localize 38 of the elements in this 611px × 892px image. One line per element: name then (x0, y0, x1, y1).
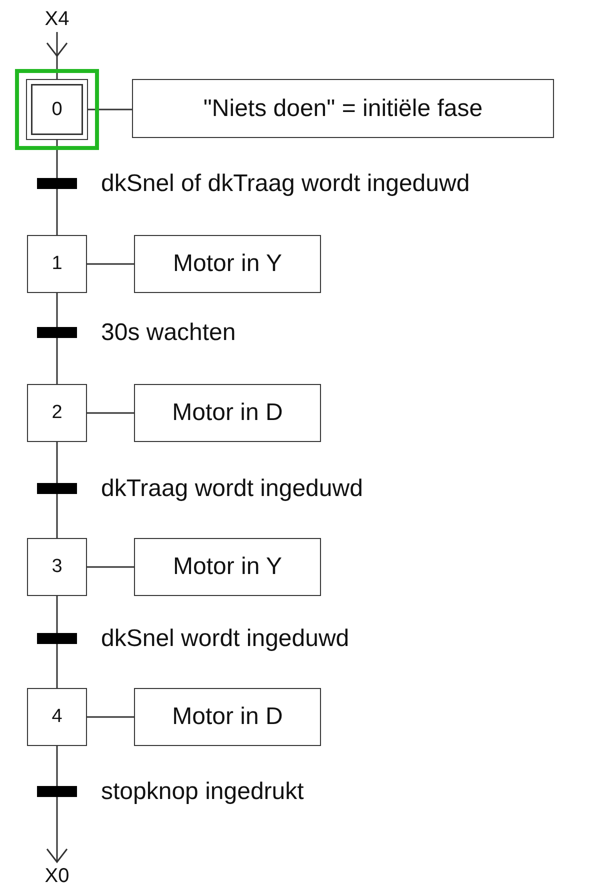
connector-line (88, 108, 132, 110)
step-box: 2 (27, 384, 87, 442)
connector-line (56, 442, 58, 483)
step-box: 3 (27, 538, 87, 596)
connector-line (87, 412, 134, 414)
transition-condition: dkSnel wordt ingeduwd (101, 626, 350, 650)
connector-line (56, 338, 58, 384)
connector-line (87, 566, 134, 568)
connector-line (56, 140, 58, 178)
connector-line (56, 494, 58, 538)
step-box: 4 (27, 688, 87, 746)
action-box: Motor in Y (134, 538, 321, 596)
arrow (46, 32, 68, 79)
transition-bar (37, 483, 77, 494)
action-box: "Niets doen" = initiële fase (132, 79, 554, 138)
arrow (46, 797, 68, 863)
step-box: 1 (27, 235, 87, 293)
action-box: Motor in Y (134, 235, 321, 293)
transition-condition: dkTraag wordt ingeduwd (101, 476, 363, 500)
action-box: Motor in D (134, 384, 321, 442)
transition-bar (37, 786, 77, 797)
connector-line (87, 716, 134, 718)
step-reference: X4 (41, 6, 73, 32)
connector-line (87, 263, 134, 265)
transition-condition: 30s wachten (101, 320, 236, 344)
transition-bar (37, 633, 77, 644)
initial-step-box: 0 (26, 79, 88, 140)
transition-bar (37, 178, 77, 189)
transition-bar (37, 327, 77, 338)
action-box: Motor in D (134, 688, 321, 746)
transition-condition: stopknop ingedrukt (101, 780, 304, 804)
connector-line (56, 293, 58, 327)
connector-line (56, 189, 58, 235)
connector-line (56, 746, 58, 786)
connector-line (56, 644, 58, 688)
transition-condition: dkSnel of dkTraag wordt ingeduwd (101, 172, 470, 196)
connector-line (56, 596, 58, 633)
step-reference: X0 (41, 862, 73, 890)
